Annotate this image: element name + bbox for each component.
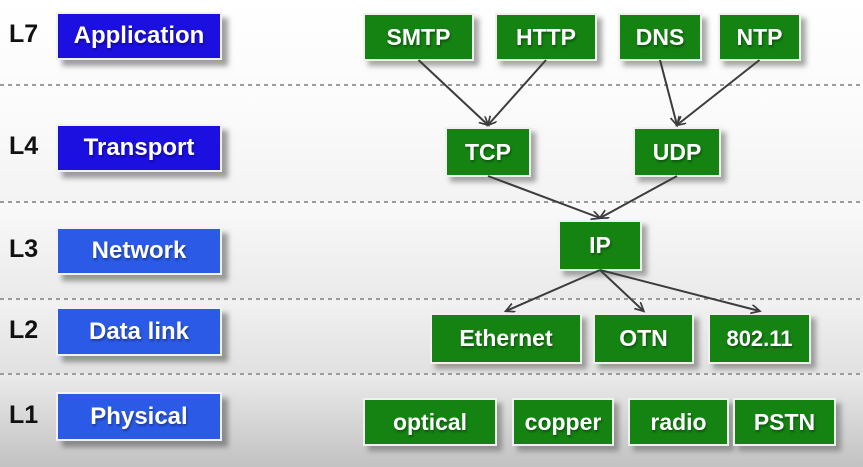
protocol-box-udp: UDP bbox=[633, 127, 721, 177]
layer-separator bbox=[0, 373, 863, 375]
protocol-box-pstn: PSTN bbox=[733, 398, 836, 446]
protocol-box-tcp: TCP bbox=[445, 127, 531, 177]
protocol-box-radio: radio bbox=[628, 398, 729, 446]
layer-box-network: Network bbox=[56, 227, 222, 275]
level-label-l1: L1 bbox=[9, 401, 39, 429]
layer-box-physical: Physical bbox=[56, 392, 222, 441]
protocol-box-ip: IP bbox=[558, 220, 642, 271]
level-label-l7: L7 bbox=[9, 20, 39, 48]
protocol-box-copper: copper bbox=[512, 398, 614, 446]
protocol-box-80211: 802.11 bbox=[708, 313, 811, 364]
protocol-box-dns: DNS bbox=[618, 13, 702, 61]
level-label-l3: L3 bbox=[9, 235, 39, 263]
layer-box-datalink: Data link bbox=[56, 307, 222, 356]
protocol-box-ntp: NTP bbox=[718, 13, 801, 61]
protocol-box-ethernet: Ethernet bbox=[430, 313, 582, 364]
protocol-box-optical: optical bbox=[363, 398, 497, 446]
level-label-l2: L2 bbox=[9, 316, 39, 344]
layer-separator bbox=[0, 298, 863, 300]
layer-box-transport: Transport bbox=[56, 124, 222, 172]
layer-separator bbox=[0, 84, 863, 86]
layer-box-application: Application bbox=[56, 12, 222, 60]
protocol-box-smtp: SMTP bbox=[363, 13, 474, 61]
protocol-box-otn: OTN bbox=[593, 313, 694, 364]
protocol-box-http: HTTP bbox=[495, 13, 597, 61]
level-label-l4: L4 bbox=[9, 132, 39, 160]
layer-separator bbox=[0, 201, 863, 203]
